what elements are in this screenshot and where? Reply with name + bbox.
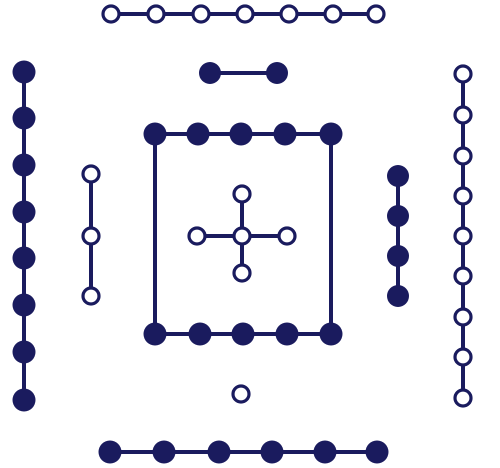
square-bottom-solid-dots bbox=[143, 322, 343, 346]
solid-dot bbox=[273, 122, 297, 146]
solid-dot bbox=[188, 322, 212, 346]
solid-dot bbox=[387, 285, 409, 307]
hollow-dot bbox=[232, 263, 252, 283]
hollow-dot bbox=[453, 186, 473, 206]
hollow-dot bbox=[453, 146, 473, 166]
hollow-dot bbox=[146, 4, 166, 24]
solid-dot bbox=[313, 440, 337, 464]
bottom-row-solid-dots bbox=[98, 440, 389, 464]
hollow-dot bbox=[232, 226, 252, 246]
solid-dot bbox=[186, 122, 210, 146]
hollow-dot bbox=[366, 4, 386, 24]
square-top-solid-dots bbox=[143, 122, 343, 146]
solid-dot bbox=[143, 122, 167, 146]
hollow-dot bbox=[453, 64, 473, 84]
hollow-dot bbox=[453, 105, 473, 125]
hollow-dot bbox=[187, 226, 207, 246]
solid-dot bbox=[12, 293, 36, 317]
hollow-dot bbox=[81, 164, 101, 184]
single-hollow-dots bbox=[231, 384, 251, 404]
solid-dot bbox=[12, 153, 36, 177]
hollow-dot bbox=[453, 388, 473, 408]
solid-dot bbox=[260, 440, 284, 464]
solid-dot bbox=[12, 340, 36, 364]
hollow-dot bbox=[279, 4, 299, 24]
solid-dot bbox=[266, 62, 288, 84]
center-cross-hollow-dots bbox=[187, 184, 297, 283]
right-column-hollow-dots bbox=[453, 64, 473, 408]
hollow-dot bbox=[453, 307, 473, 327]
hollow-dot bbox=[277, 226, 297, 246]
hollow-dot bbox=[323, 4, 343, 24]
solid-dot bbox=[319, 122, 343, 146]
solid-dot bbox=[207, 440, 231, 464]
hollow-dot bbox=[81, 226, 101, 246]
hollow-dot bbox=[235, 4, 255, 24]
hollow-dot bbox=[453, 266, 473, 286]
solid-dot bbox=[12, 246, 36, 270]
hollow-dot bbox=[231, 384, 251, 404]
inner-right-solid-dots bbox=[387, 165, 409, 307]
solid-dot bbox=[387, 165, 409, 187]
top-row-hollow-dots bbox=[101, 4, 386, 24]
hollow-dot bbox=[191, 4, 211, 24]
solid-dot bbox=[152, 440, 176, 464]
hollow-dot bbox=[453, 226, 473, 246]
solid-dot bbox=[98, 440, 122, 464]
solid-dot bbox=[199, 62, 221, 84]
solid-dot bbox=[319, 322, 343, 346]
solid-dot bbox=[12, 60, 36, 84]
hollow-dot bbox=[232, 184, 252, 204]
inner-left-hollow-dots bbox=[81, 164, 101, 306]
solid-dot bbox=[12, 200, 36, 224]
solid-dot bbox=[275, 322, 299, 346]
solid-dot bbox=[387, 205, 409, 227]
solid-dot bbox=[387, 245, 409, 267]
upper-pair-solid-dots bbox=[199, 62, 288, 84]
solid-dot bbox=[143, 322, 167, 346]
hollow-dot bbox=[453, 347, 473, 367]
solid-dot bbox=[231, 322, 255, 346]
hollow-dot bbox=[101, 4, 121, 24]
solid-dot bbox=[229, 122, 253, 146]
solid-dot bbox=[365, 440, 389, 464]
solid-dot bbox=[12, 388, 36, 412]
left-column-solid-dots bbox=[12, 60, 36, 412]
hollow-dot bbox=[81, 286, 101, 306]
solid-dot bbox=[12, 106, 36, 130]
